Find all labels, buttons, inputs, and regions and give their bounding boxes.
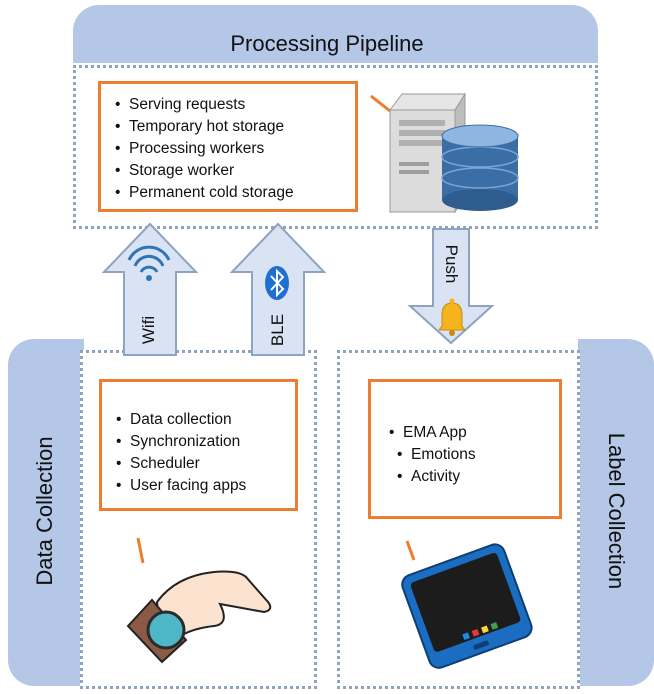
wifi-arrow	[101, 222, 199, 356]
list-item: Synchronization	[116, 431, 295, 453]
data-collection-list: Data collection Synchronization Schedule…	[116, 409, 295, 497]
list-item: User facing apps	[116, 475, 295, 497]
list-item: Storage worker	[115, 160, 355, 182]
list-item: Serving requests	[115, 94, 355, 116]
data-collection-list-box: Data collection Synchronization Schedule…	[99, 379, 298, 511]
list-item: EMA App	[385, 422, 559, 444]
wifi-icon	[127, 245, 171, 281]
smartphone-icon	[401, 543, 533, 669]
smartwatch-icon	[126, 570, 272, 664]
label-collection-list-box: EMA App Emotions Activity	[368, 379, 562, 519]
list-item: Permanent cold storage	[115, 182, 355, 204]
list-item: Activity	[385, 466, 559, 488]
connector-line	[136, 537, 145, 564]
pipeline-list: Serving requests Temporary hot storage P…	[115, 94, 355, 204]
connector-line	[370, 94, 391, 113]
list-item: Emotions	[385, 444, 559, 466]
list-item: Processing workers	[115, 138, 355, 160]
list-item: Data collection	[116, 409, 295, 431]
bluetooth-icon	[265, 266, 289, 300]
wifi-label: Wifi	[139, 315, 158, 345]
ble-label: BLE	[268, 313, 287, 347]
push-arrow	[407, 228, 495, 345]
pipeline-tab	[73, 5, 598, 63]
list-item: Temporary hot storage	[115, 116, 355, 138]
label-collection-tab	[578, 339, 654, 686]
bell-icon	[438, 298, 466, 336]
database-icon	[441, 124, 519, 211]
connector-line	[405, 540, 416, 561]
list-item: Scheduler	[116, 453, 295, 475]
pipeline-title: Processing Pipeline	[230, 31, 424, 56]
data-collection-tab	[8, 339, 84, 686]
push-label: Push	[442, 244, 461, 284]
label-collection-list: EMA App Emotions Activity	[385, 422, 559, 488]
pipeline-list-box: Serving requests Temporary hot storage P…	[98, 81, 358, 212]
